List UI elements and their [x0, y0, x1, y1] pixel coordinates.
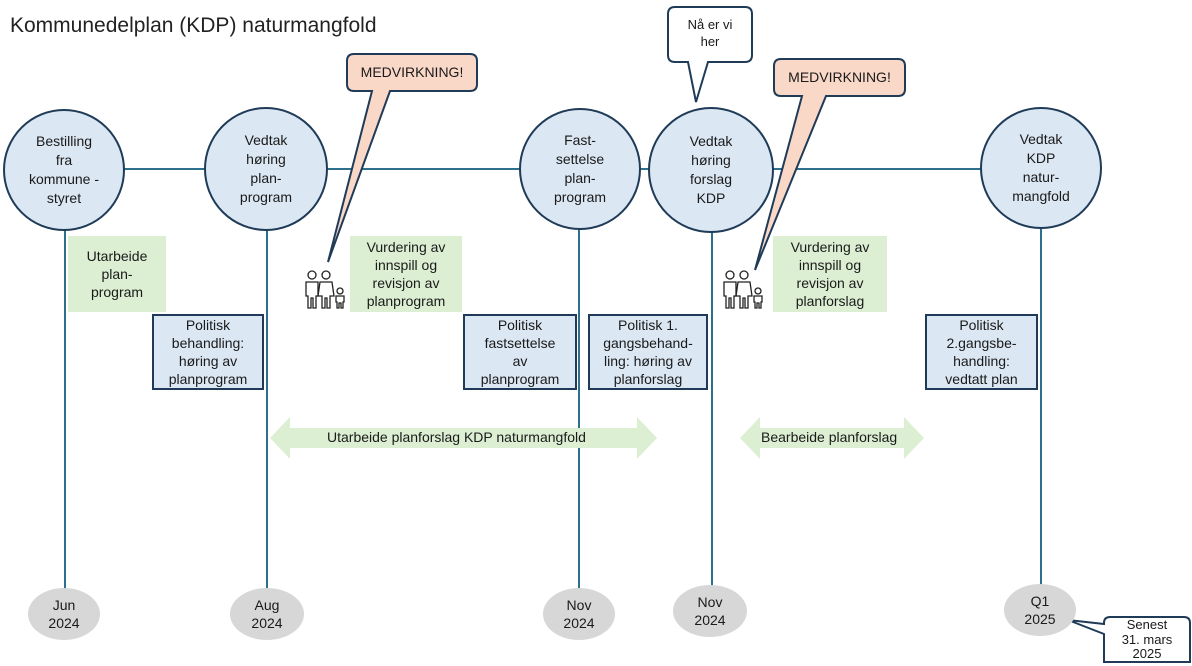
politisk-2-gangsbehandling: Politisk 2.gangsbe- handling: vedtatt pl…	[925, 314, 1038, 390]
date-nov-2024-b: Nov 2024	[673, 585, 747, 637]
politisk-1-gangsbehandling: Politisk 1. gangsbehand- ling: høring av…	[588, 314, 708, 390]
medvirkning-callout-1-shape	[327, 53, 478, 263]
date-month: Nov	[697, 593, 723, 610]
milestone-vedtak-horing-forslag: Vedtak høring forslag KDP	[648, 107, 774, 233]
politisk-behandling-horing: Politisk behandling: høring av planprogr…	[152, 314, 264, 390]
date-month: Q1	[1030, 592, 1050, 609]
timeline-line-3	[578, 165, 580, 597]
status-callout-label: Nå er vi her	[687, 17, 733, 49]
milestone-fastsettelse-planprogram: Fast- settelse plan- program	[519, 108, 641, 230]
phase-arrow-2-shape	[740, 417, 924, 459]
date-year: 2024	[48, 615, 80, 631]
date-q1-2025: Q1 2025	[1004, 584, 1076, 636]
date-month: Jun	[52, 596, 76, 613]
medvirkning-label-1: MEDVIRKNING!	[360, 64, 464, 81]
date-year: 2024	[694, 612, 726, 628]
deadline-callout-shape	[1067, 616, 1191, 663]
task-vurdering-planprogram: Vurdering av innspill og revisjon av pla…	[350, 236, 462, 312]
people-icon-1	[305, 270, 345, 309]
date-month: Nov	[566, 596, 592, 613]
politisk-fastsettelse: Politisk fastsettelse av planprogram	[463, 314, 577, 390]
date-year: 2025	[1024, 611, 1056, 627]
medvirkning-callout-2-shape	[754, 58, 906, 271]
date-year: 2024	[563, 615, 595, 631]
deadline-callout-label: Senest 31. mars 2025	[1121, 616, 1173, 662]
diagram-title: Kommunedelplan (KDP) naturmangfold	[10, 14, 377, 37]
timeline-line-1	[64, 165, 66, 597]
timeline-line-4	[711, 165, 713, 595]
date-month: Aug	[254, 596, 280, 613]
timeline-line-5	[1040, 165, 1042, 590]
task-utarbeide-planprogram: Utarbeide plan- program	[68, 236, 166, 312]
phase-arrow-1-label: Utarbeide planforslag KDP naturmangfold	[327, 429, 586, 445]
date-aug-2024: Aug 2024	[230, 588, 304, 640]
date-nov-2024-a: Nov 2024	[543, 588, 615, 640]
date-year: 2024	[251, 615, 283, 631]
phase-arrow-1-shape	[270, 417, 657, 459]
milestone-bestilling: Bestilling fra kommune -styret	[3, 109, 125, 231]
status-callout-shape	[667, 6, 753, 103]
date-jun-2024: Jun 2024	[28, 588, 100, 640]
timeline-line-2	[266, 165, 268, 597]
people-icon-2	[723, 270, 763, 309]
milestone-vedtak-horing-planprogram: Vedtak høring plan- program	[204, 107, 328, 231]
task-vurdering-planforslag: Vurdering av innspill og revisjon av pla…	[773, 236, 887, 312]
milestone-vedtak-kdp: Vedtak KDP natur- mangfold	[980, 107, 1102, 229]
phase-arrow-2-label: Bearbeide planforslag	[761, 429, 898, 445]
medvirkning-label-2: MEDVIRKNING!	[788, 69, 891, 86]
